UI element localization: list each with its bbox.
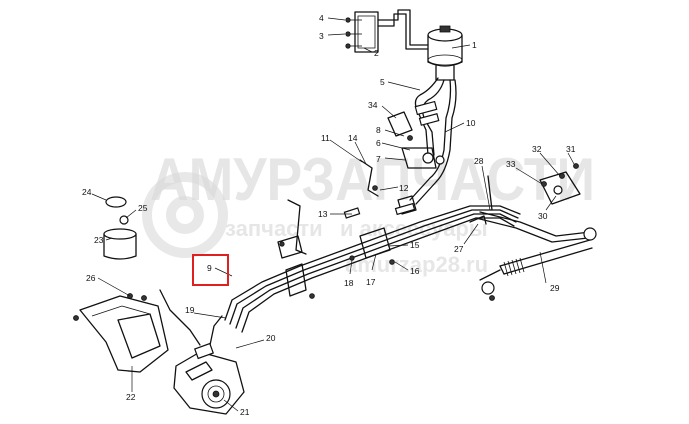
callout-21: 21 (240, 407, 250, 417)
callout-9: 9 (207, 263, 212, 273)
pump-bracket (73, 293, 169, 373)
callout-15: 15 (410, 240, 420, 250)
callout-4: 4 (319, 13, 324, 23)
callout-numbers: 1 2 3 4 5 6 7 8 9 10 11 12 13 14 15 16 1… (82, 13, 576, 417)
callout-1: 1 (472, 40, 477, 50)
callout-17: 17 (366, 277, 376, 287)
callout-26: 26 (86, 273, 96, 283)
pipe-brackets (277, 159, 417, 299)
callout-28: 28 (474, 156, 484, 166)
callout-13: 13 (318, 209, 328, 219)
leader-lines (91, 17, 575, 412)
mount-bracket (345, 9, 429, 53)
callout-20: 20 (266, 333, 276, 343)
callout-33: 33 (506, 159, 516, 169)
watermark-site: amurzap28.ru (345, 252, 488, 277)
callout-3: 3 (319, 31, 324, 41)
watermark-sub2: и аксессуары (340, 216, 488, 241)
callout-23: 23 (94, 235, 104, 245)
callout-16: 16 (410, 266, 420, 276)
reservoir-hoses (409, 77, 457, 205)
callout-11: 11 (321, 133, 330, 143)
watermark-main: АМУРЗАПЧАСТИ (150, 146, 595, 213)
callout-34: 34 (368, 100, 378, 110)
callout-27: 27 (454, 244, 464, 254)
steering-cylinder (469, 163, 597, 301)
callout-14: 14 (348, 133, 358, 143)
callout-2: 2 (374, 48, 379, 58)
callout-8: 8 (376, 125, 381, 135)
watermark: АМУРЗАПЧАСТИ запчасти и аксессуары amurz… (142, 146, 595, 277)
callout-24: 24 (82, 187, 92, 197)
cylinder-bellows (503, 257, 525, 277)
watermark-gear-icon (142, 172, 228, 258)
filter-assembly (103, 196, 137, 260)
callout-7: 7 (376, 154, 381, 164)
clamp-assembly (387, 111, 445, 169)
callout-5: 5 (380, 77, 385, 87)
highlight-box (192, 254, 229, 286)
callout-29: 29 (550, 283, 560, 293)
watermark-sub1: запчасти (225, 216, 323, 241)
callout-30: 30 (538, 211, 548, 221)
reservoir (427, 25, 463, 81)
callout-10: 10 (466, 118, 476, 128)
callout-6: 6 (376, 138, 381, 148)
callout-31: 31 (566, 144, 576, 154)
steering-pump (173, 342, 245, 415)
callout-25: 25 (138, 203, 148, 213)
callout-32: 32 (532, 144, 542, 154)
callout-18: 18 (344, 278, 354, 288)
callout-22: 22 (126, 392, 136, 402)
callout-12: 12 (399, 183, 409, 193)
callout-19: 19 (185, 305, 195, 315)
watermark-gear-hub-icon (166, 196, 204, 234)
